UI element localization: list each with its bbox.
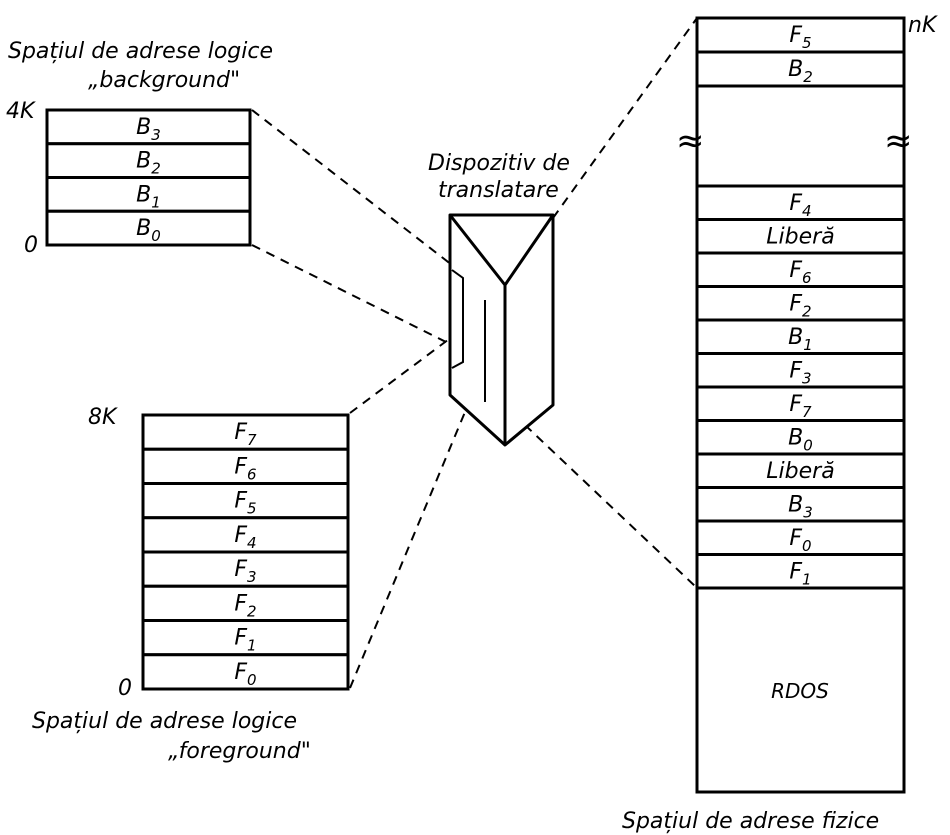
physical-cell-label: B3 xyxy=(788,492,813,521)
foreground-cell-label: F2 xyxy=(234,591,256,620)
background-title-line2: „background" xyxy=(88,68,240,93)
translator-label-line2: translatare xyxy=(438,178,559,203)
background-address-space: Spațiul de adrese logice „background" 4K… xyxy=(6,39,273,258)
foreground-cell-label: F7 xyxy=(234,420,257,449)
bg-top-line xyxy=(251,109,453,266)
physical-top-cell-label: B2 xyxy=(788,57,813,86)
foreground-cell-label: F4 xyxy=(234,523,256,552)
foreground-cell xyxy=(141,447,350,485)
break-symbol-left: ≈ xyxy=(676,121,705,161)
physical-cell-label: Liberă xyxy=(766,459,834,484)
foreground-cell-label: F5 xyxy=(234,489,256,518)
prism-edge-right xyxy=(503,214,555,286)
foreground-cell-label: F3 xyxy=(234,557,256,586)
physical-cell-label: F7 xyxy=(789,392,812,421)
translation-device: Dispozitiv de translatare xyxy=(428,151,570,447)
fg-bottom-line xyxy=(349,399,471,689)
translator-label-line1: Dispozitiv de xyxy=(428,151,570,176)
foreground-title-line1: Spațiul de adrese logice xyxy=(32,709,297,734)
foreground-cell xyxy=(141,482,350,520)
background-cell xyxy=(45,209,252,247)
phys-top-line xyxy=(552,17,698,219)
os-label: RDOS xyxy=(771,679,829,703)
foreground-cell-label: F1 xyxy=(234,626,256,655)
break-symbol-right: ≈ xyxy=(884,121,913,161)
background-cell-label: B2 xyxy=(136,149,161,178)
background-cell-label: B1 xyxy=(136,182,161,211)
prism-window-left xyxy=(451,269,464,369)
background-bottom-label: 0 xyxy=(24,233,38,258)
physical-cell-label: Liberă xyxy=(766,224,834,249)
background-cell-label: B0 xyxy=(136,216,161,245)
physical-cell-label: B0 xyxy=(788,425,813,454)
foreground-bottom-label: 0 xyxy=(118,676,132,701)
foreground-cell xyxy=(141,516,350,554)
background-top-label: 4K xyxy=(6,99,36,124)
foreground-title-line2: „foreground" xyxy=(168,739,311,764)
physical-cell-label: F2 xyxy=(789,291,811,320)
physical-top-label: nK xyxy=(908,13,938,38)
prism-edge-left xyxy=(448,214,507,286)
fg-top-line xyxy=(349,309,489,414)
foreground-address-space: 8K 0 Spațiul de adrese logice „foregroun… xyxy=(32,405,350,764)
background-title-line1: Spațiul de adrese logice xyxy=(8,39,273,64)
foreground-cell xyxy=(141,653,350,691)
physical-cell-label: B1 xyxy=(788,325,813,354)
physical-frame xyxy=(695,16,906,794)
physical-cell-label: F0 xyxy=(789,526,811,555)
foreground-cell xyxy=(141,619,350,657)
physical-cell-label: F4 xyxy=(789,191,811,220)
mapping-lines xyxy=(251,17,698,689)
physical-title: Spațiul de adrese fizice xyxy=(622,809,879,834)
physical-cell-label: F6 xyxy=(789,258,811,287)
foreground-cell-label: F6 xyxy=(234,454,256,483)
phys-bottom-line xyxy=(524,424,698,589)
foreground-cell xyxy=(141,550,350,588)
prism-body xyxy=(448,213,555,447)
physical-top-cell-label: F5 xyxy=(789,23,811,52)
physical-cell-label: F3 xyxy=(789,358,811,387)
physical-cell-label: F1 xyxy=(789,559,811,588)
foreground-top-label: 8K xyxy=(88,405,118,430)
background-cell xyxy=(45,142,252,179)
background-cell-label: B3 xyxy=(136,115,161,144)
background-cell xyxy=(45,176,252,213)
bg-bottom-line xyxy=(251,244,453,346)
foreground-cell-label: F0 xyxy=(234,660,256,689)
